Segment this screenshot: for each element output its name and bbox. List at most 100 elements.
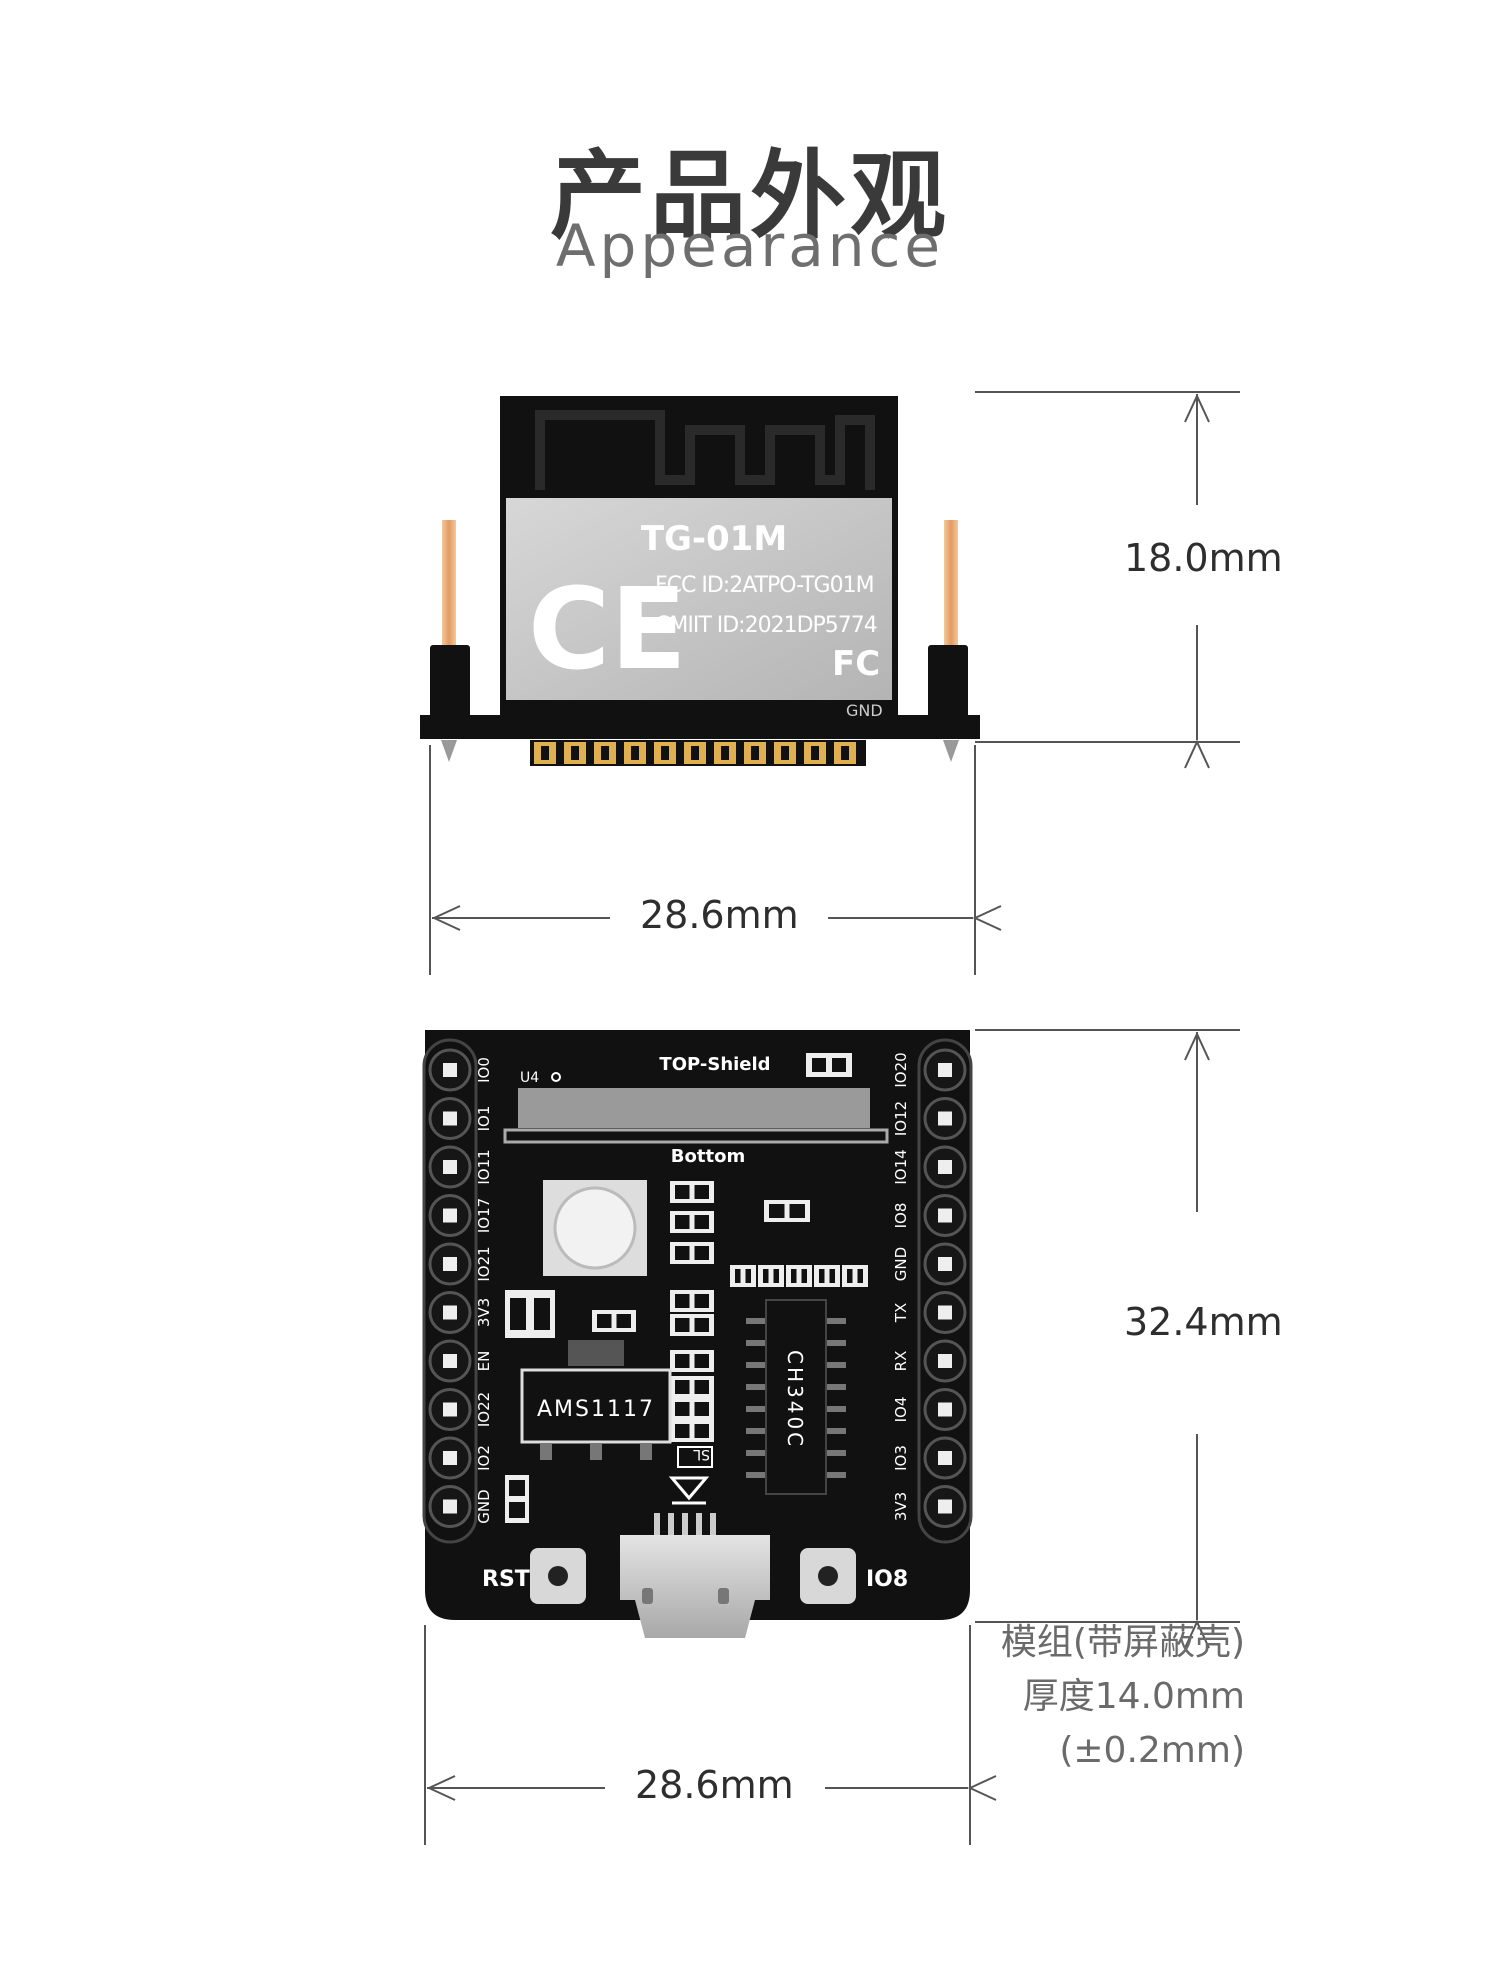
u4-pin1-marker [551,1072,561,1082]
ce-mark: CE [528,565,687,695]
top-shield-label: TOP-Shield [659,1054,770,1075]
header-housing-right [928,645,968,720]
chip-leg [826,1406,846,1412]
passive-pad [789,1204,805,1218]
passive-pad [694,1294,709,1308]
castellated-pads [534,742,856,764]
module-width-dim: 28.6mm [640,893,799,937]
ldo-leg-2 [590,1444,602,1460]
header-outline [917,1038,973,1544]
header-pin-square [443,1354,457,1368]
thickness-note-line-1: 模组(带屏蔽壳) [1000,1622,1245,1663]
passive-pad [694,1402,709,1416]
header-pin-square [443,1451,457,1465]
castellated-pad-hole [601,746,609,760]
jumper-top-pad-1 [812,1058,826,1072]
pin-tip-left [441,740,457,762]
module-base-strip [420,715,980,739]
passive-pad [857,1269,863,1283]
pin-label: IO17 [475,1198,493,1233]
pin-label: IO2 [475,1445,493,1471]
shield-can [506,498,892,700]
passive-pad [597,1314,612,1328]
passive-pad [509,1502,525,1518]
page-title-en: Appearance [555,212,945,280]
header-pin-square [938,1160,952,1174]
header-pin-square [938,1402,952,1417]
chip-leg [746,1428,766,1434]
passive-component [758,1265,784,1287]
header-pin-square [443,1208,457,1223]
board-width-dim: 28.6mm [635,1763,794,1807]
module-model: TG-01M [641,519,787,559]
passive-pad [675,1424,690,1438]
passive-pad [534,1298,550,1330]
header-outline [422,1038,478,1544]
module-side-view: TG-01M FCC ID:2ATPO-TG01M CMIIT ID:2021D… [420,396,980,766]
pin-label: IO8 [892,1203,910,1229]
passive-pad [694,1215,709,1229]
sl-box [677,1446,713,1468]
passive-pad [675,1402,690,1416]
pin-label: 3V3 [475,1298,493,1327]
pin-label: IO1 [475,1106,493,1132]
castellated-pad-hole [631,746,639,760]
passive-pad [675,1185,690,1199]
header-pin-square [443,1257,457,1271]
passive-pad [675,1215,690,1229]
ldo-leg-1 [540,1444,552,1460]
passive-pad [675,1354,690,1368]
castellated-pad-hole [721,746,729,760]
passive-pad [694,1424,709,1438]
pin-label: GND [475,1489,493,1523]
passive-pad [694,1185,709,1199]
chip-leg [746,1450,766,1456]
header-pin-square [938,1305,952,1320]
chip-leg [826,1362,846,1368]
module-footprint [518,1088,870,1128]
passive-pad [801,1269,807,1283]
rgb-led-lens [553,1186,637,1270]
header-pin-square [443,1111,457,1126]
chip-leg [826,1318,846,1324]
chip-leg [826,1472,846,1478]
ldo-label: AMS1117 [537,1397,655,1422]
sl-label: SL [693,1446,710,1462]
io8-label: IO8 [866,1567,908,1592]
passive-component [814,1265,840,1287]
pin-label: TX [892,1303,910,1323]
passive-pad [616,1314,631,1328]
pin-label: IO4 [892,1397,910,1423]
cmiit-id: CMIIT ID:2021DP5774 [655,613,877,638]
pin-tip-right [943,740,959,762]
header-pin-square [443,1499,457,1514]
header-pin-square [938,1063,952,1077]
bottom-label: Bottom [671,1146,745,1167]
passive-pad [773,1269,779,1283]
passive-pad [509,1480,525,1496]
passive-component [730,1265,756,1287]
passive-pad [694,1354,709,1368]
header-pin-right [944,520,958,650]
usb-chip-legs [746,1318,846,1478]
passive-pad [510,1298,526,1330]
castellated-pad-hole [811,746,819,760]
board-height-dim: 32.4mm [1124,1300,1283,1344]
castellated-pad-hole [541,746,549,760]
chip-leg [746,1340,766,1346]
pin-label: IO22 [475,1392,493,1427]
passive-pad [819,1269,825,1283]
header-pin-square [938,1208,952,1223]
ldo-tab [568,1340,624,1366]
castellated-pad-hole [751,746,759,760]
header-pin-square [443,1305,457,1320]
thickness-note-line-2: 厚度14.0mm [1022,1676,1245,1717]
passive-pad [847,1269,853,1283]
passive-pad [791,1269,797,1283]
fcc-id: FCC ID:2ATPO-TG01M [655,573,874,598]
pin-label: IO3 [892,1445,910,1471]
passive-pad [694,1318,709,1332]
